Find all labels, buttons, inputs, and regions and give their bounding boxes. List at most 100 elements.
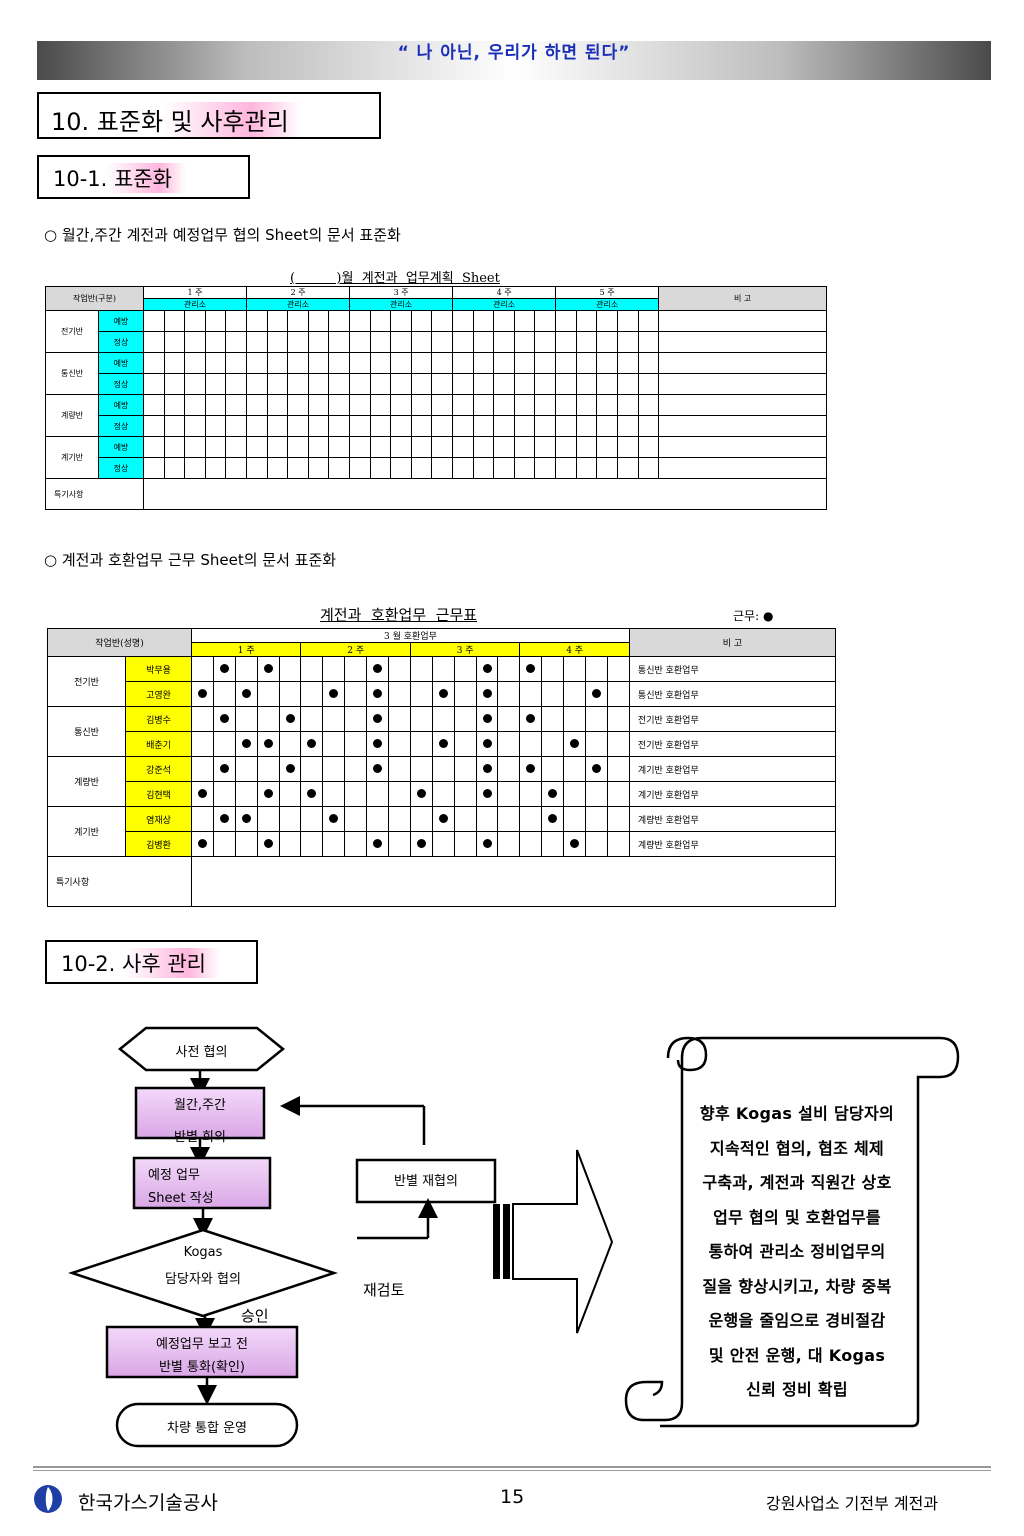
- plan-cell[interactable]: [390, 457, 412, 479]
- plan-cell[interactable]: [534, 457, 557, 479]
- duty-cell[interactable]: [409, 681, 433, 707]
- duty-cell[interactable]: [234, 806, 258, 832]
- plan-cell[interactable]: [596, 352, 618, 374]
- plan-cell[interactable]: [534, 436, 557, 458]
- plan-cell[interactable]: [225, 331, 248, 353]
- plan-cell[interactable]: [266, 373, 289, 395]
- plan-cell[interactable]: [555, 310, 577, 332]
- plan-cell[interactable]: [452, 310, 474, 332]
- plan-cell[interactable]: [307, 310, 330, 332]
- plan-cell[interactable]: [287, 310, 309, 332]
- plan-cell[interactable]: [534, 331, 557, 353]
- duty-cell[interactable]: [212, 806, 236, 832]
- duty-cell[interactable]: [191, 806, 214, 832]
- duty-cell[interactable]: [256, 656, 280, 682]
- duty-cell[interactable]: [366, 781, 390, 807]
- duty-cell[interactable]: [388, 756, 411, 782]
- plan-cell[interactable]: [287, 373, 309, 395]
- plan-special-cell[interactable]: [143, 478, 828, 510]
- plan-cell[interactable]: [575, 457, 598, 479]
- duty-cell[interactable]: [475, 781, 499, 807]
- duty-cell[interactable]: [519, 681, 543, 707]
- plan-cell[interactable]: [204, 415, 227, 437]
- plan-cell[interactable]: [596, 457, 618, 479]
- plan-cell[interactable]: [143, 415, 165, 437]
- duty-cell[interactable]: [475, 831, 499, 857]
- plan-cell[interactable]: [616, 373, 639, 395]
- plan-cell[interactable]: [328, 457, 351, 479]
- duty-cell[interactable]: [234, 656, 258, 682]
- plan-cell[interactable]: [555, 436, 577, 458]
- duty-cell[interactable]: [585, 806, 608, 832]
- plan-cell[interactable]: [637, 373, 660, 395]
- plan-cell[interactable]: [637, 394, 660, 416]
- plan-cell[interactable]: [349, 457, 371, 479]
- plan-cell[interactable]: [534, 394, 557, 416]
- plan-remarks-cell[interactable]: [658, 310, 828, 332]
- plan-cell[interactable]: [493, 436, 515, 458]
- plan-cell[interactable]: [287, 415, 309, 437]
- plan-cell[interactable]: [184, 415, 206, 437]
- plan-cell[interactable]: [143, 436, 165, 458]
- plan-cell[interactable]: [410, 310, 433, 332]
- duty-cell[interactable]: [212, 781, 236, 807]
- plan-cell[interactable]: [513, 373, 536, 395]
- duty-cell[interactable]: [606, 831, 630, 857]
- duty-cell[interactable]: [300, 781, 324, 807]
- duty-cell[interactable]: [256, 731, 280, 757]
- duty-cell[interactable]: [256, 681, 280, 707]
- plan-cell[interactable]: [163, 373, 186, 395]
- plan-cell[interactable]: [204, 394, 227, 416]
- duty-cell[interactable]: [606, 806, 630, 832]
- plan-cell[interactable]: [616, 436, 639, 458]
- duty-cell[interactable]: [453, 706, 477, 732]
- duty-cell[interactable]: [453, 681, 477, 707]
- duty-cell[interactable]: [322, 756, 346, 782]
- plan-cell[interactable]: [513, 394, 536, 416]
- plan-cell[interactable]: [328, 373, 351, 395]
- duty-cell[interactable]: [519, 806, 543, 832]
- duty-cell[interactable]: [453, 756, 477, 782]
- duty-cell[interactable]: [519, 756, 543, 782]
- duty-cell[interactable]: [191, 656, 214, 682]
- duty-cell[interactable]: [497, 706, 521, 732]
- duty-cell[interactable]: [519, 706, 543, 732]
- plan-cell[interactable]: [143, 310, 165, 332]
- plan-cell[interactable]: [246, 310, 268, 332]
- plan-cell[interactable]: [616, 415, 639, 437]
- duty-cell[interactable]: [585, 781, 608, 807]
- plan-cell[interactable]: [307, 457, 330, 479]
- plan-cell[interactable]: [513, 457, 536, 479]
- duty-cell[interactable]: [497, 731, 521, 757]
- plan-cell[interactable]: [616, 352, 639, 374]
- duty-cell[interactable]: [234, 756, 258, 782]
- duty-cell[interactable]: [300, 806, 324, 832]
- plan-cell[interactable]: [431, 331, 454, 353]
- plan-cell[interactable]: [472, 415, 495, 437]
- plan-cell[interactable]: [163, 457, 186, 479]
- plan-cell[interactable]: [266, 310, 289, 332]
- duty-special-cell[interactable]: [191, 856, 836, 907]
- plan-cell[interactable]: [287, 457, 309, 479]
- duty-cell[interactable]: [563, 706, 587, 732]
- duty-cell[interactable]: [563, 731, 587, 757]
- duty-cell[interactable]: [322, 781, 346, 807]
- duty-cell[interactable]: [475, 706, 499, 732]
- duty-cell[interactable]: [388, 806, 411, 832]
- plan-cell[interactable]: [369, 310, 392, 332]
- plan-cell[interactable]: [596, 394, 618, 416]
- plan-cell[interactable]: [349, 310, 371, 332]
- plan-cell[interactable]: [472, 310, 495, 332]
- plan-cell[interactable]: [328, 310, 351, 332]
- duty-cell[interactable]: [256, 781, 280, 807]
- plan-cell[interactable]: [555, 352, 577, 374]
- duty-cell[interactable]: [541, 706, 565, 732]
- duty-cell[interactable]: [212, 831, 236, 857]
- plan-cell[interactable]: [246, 457, 268, 479]
- plan-cell[interactable]: [513, 415, 536, 437]
- plan-cell[interactable]: [472, 373, 495, 395]
- plan-cell[interactable]: [555, 457, 577, 479]
- duty-cell[interactable]: [300, 706, 324, 732]
- duty-cell[interactable]: [541, 831, 565, 857]
- plan-cell[interactable]: [472, 457, 495, 479]
